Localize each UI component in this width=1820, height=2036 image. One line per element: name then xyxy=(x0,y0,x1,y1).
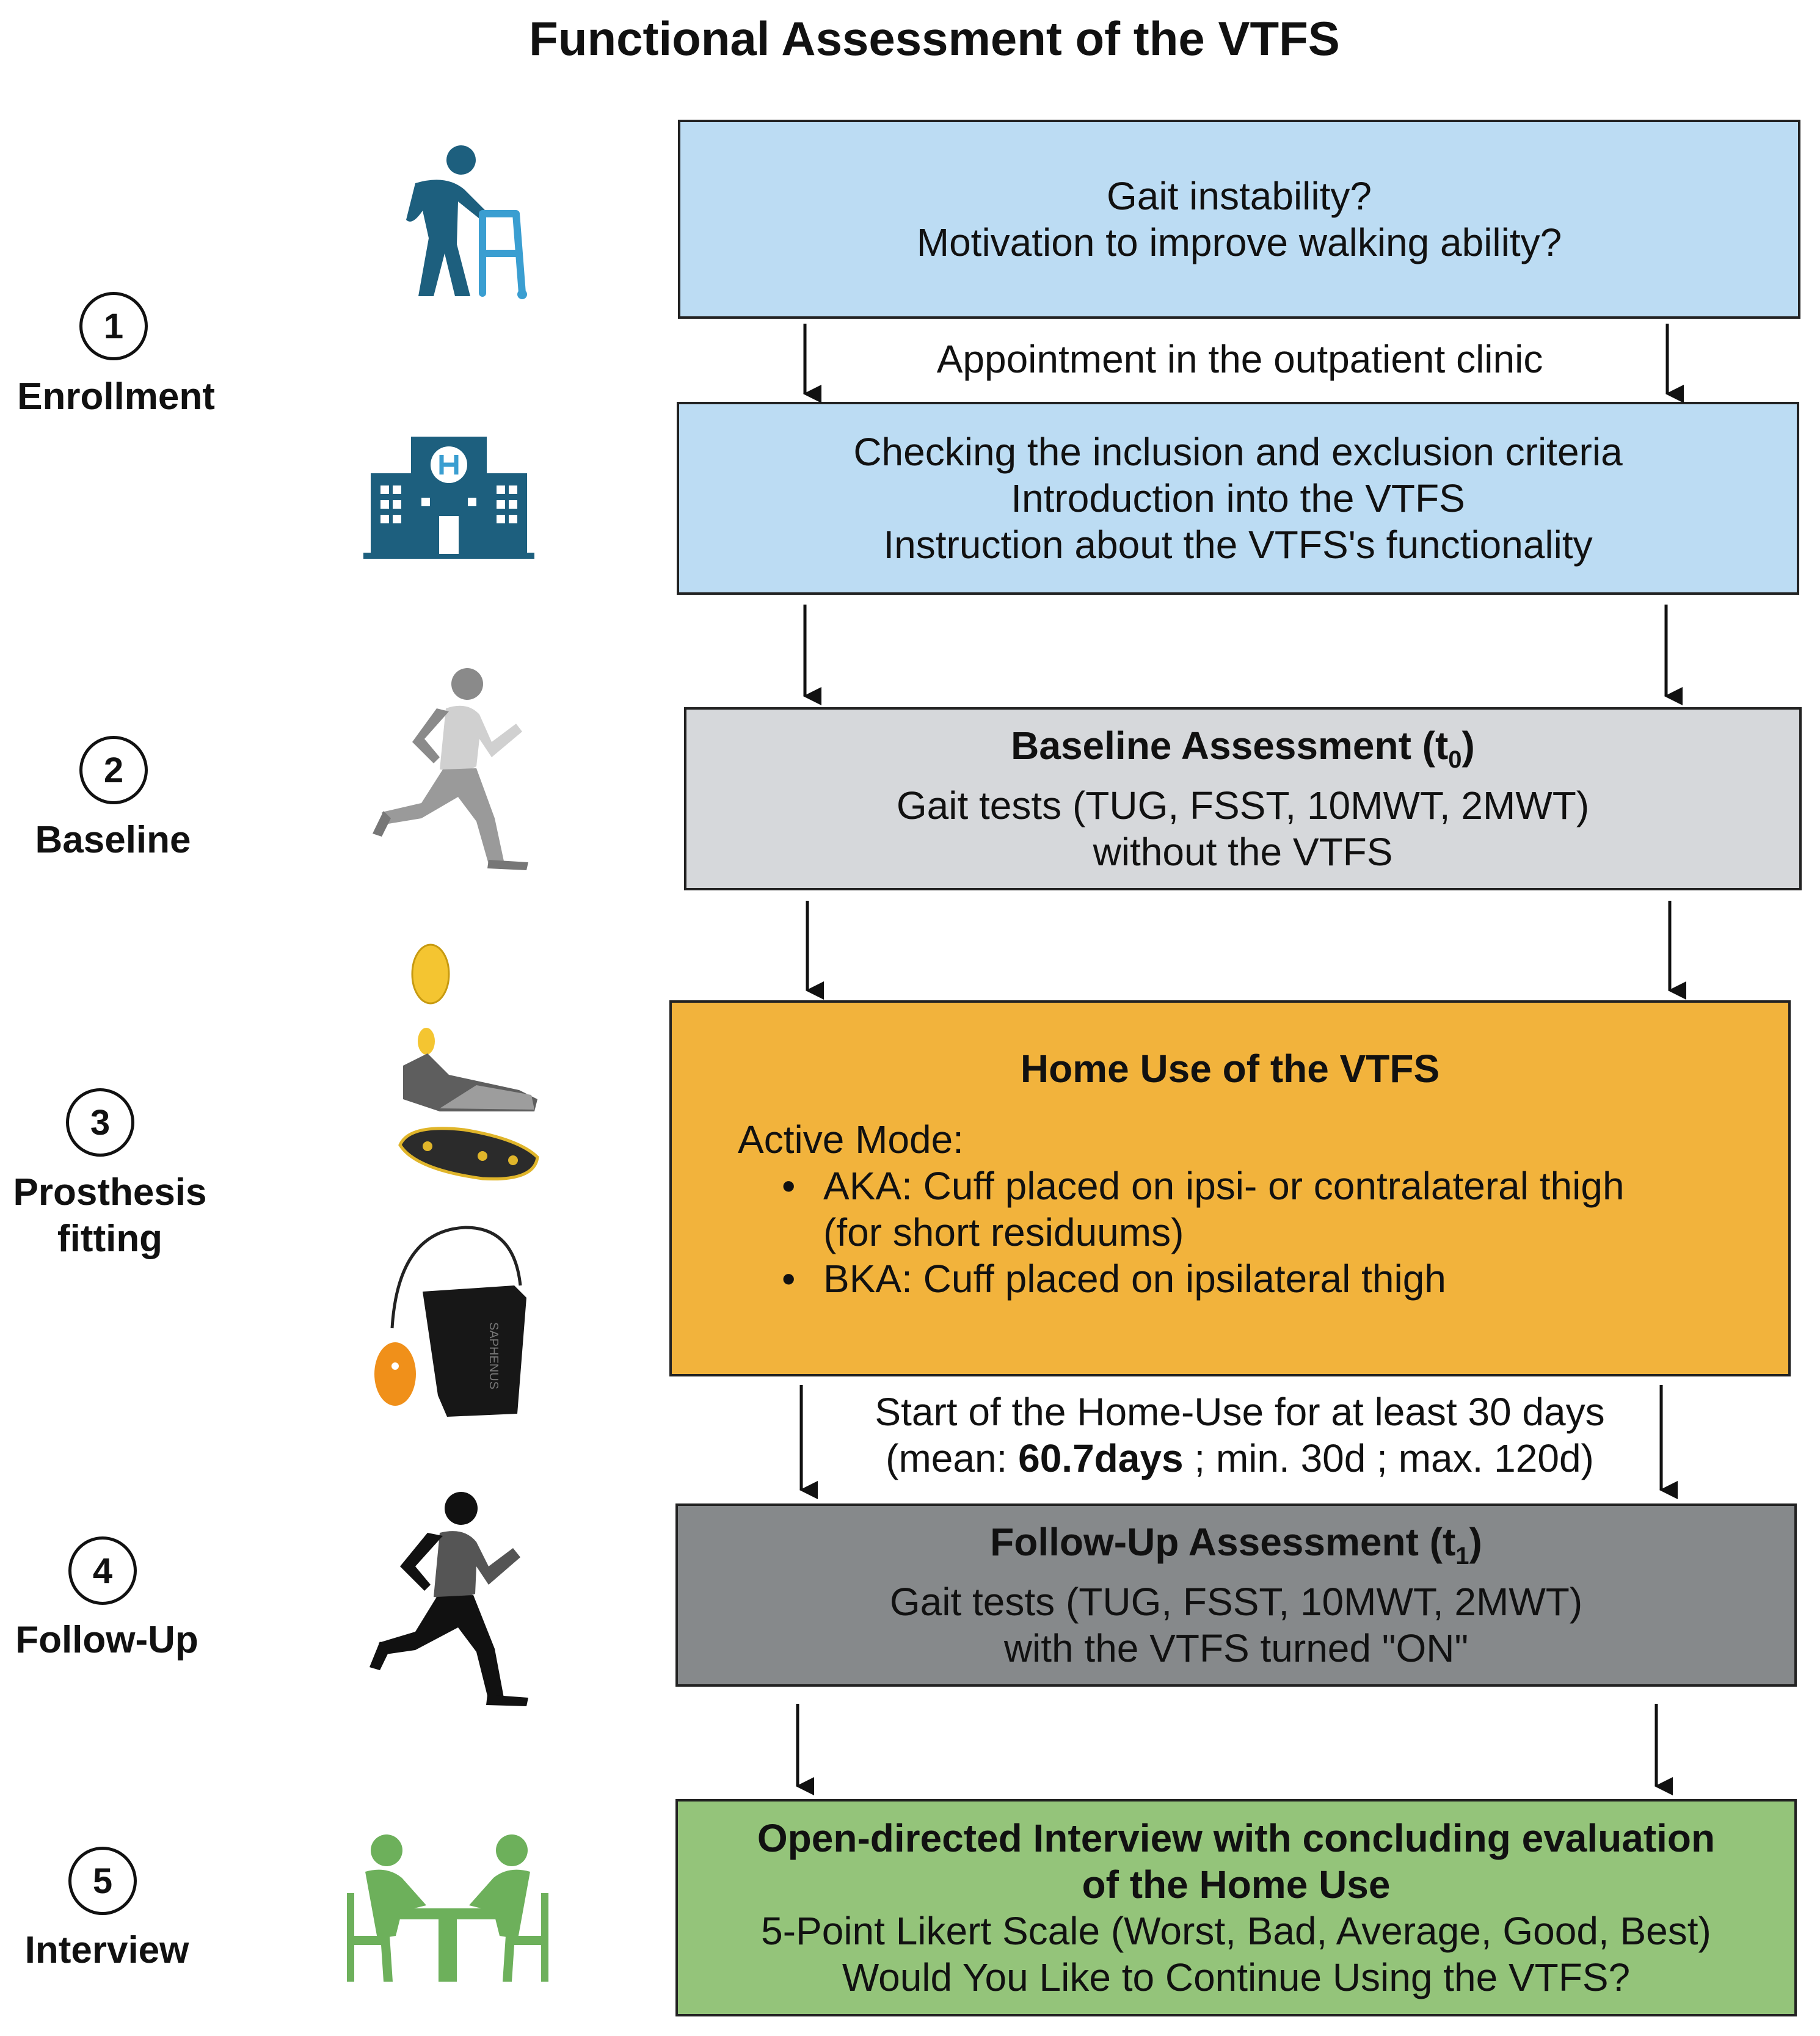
baseline-line-2: Gait tests (TUG, FSST, 10MWT, 2MWT) xyxy=(896,783,1590,828)
followup-assessment-box: Follow-Up Assessment (t1) Gait tests (TU… xyxy=(675,1503,1797,1687)
walker-person-icon xyxy=(406,145,527,299)
hospital-icon xyxy=(363,437,534,559)
followup-title: Follow-Up Assessment (t1) xyxy=(990,1519,1482,1569)
gait-question-line-1: Gait instability? xyxy=(1107,174,1372,218)
followup-line-2: Gait tests (TUG, FSST, 10MWT, 2MWT) xyxy=(889,1580,1583,1624)
interview-line-2: of the Home Use xyxy=(1082,1863,1391,1907)
step-2-label: Baseline xyxy=(35,819,191,861)
step-5-label: Interview xyxy=(24,1929,189,1971)
clinic-check-line-1: Checking the inclusion and exclusion cri… xyxy=(853,430,1623,474)
gait-question-box: Gait instability? Motivation to improve … xyxy=(678,120,1800,319)
appointment-label: Appointment in the outpatient clinic xyxy=(936,337,1543,381)
step-5-number: 5 xyxy=(68,1847,137,1915)
home-use-bullets: AKA: Cuff placed on ipsi- or contralater… xyxy=(672,1163,1625,1302)
clinic-check-box: Checking the inclusion and exclusion cri… xyxy=(677,402,1799,595)
diagram-title: Functional Assessment of the VTFS xyxy=(529,12,1340,65)
interview-icon xyxy=(347,1834,548,1982)
home-use-bullet-aka: AKA: Cuff placed on ipsi- or contralater… xyxy=(782,1163,1625,1256)
runner-baseline-icon xyxy=(373,668,528,870)
step-4-number: 4 xyxy=(68,1536,137,1605)
home-use-title: Home Use of the VTFS xyxy=(1020,1047,1440,1091)
step-1-number: 1 xyxy=(79,292,148,360)
step-3-label: Prosthesis fitting xyxy=(13,1171,207,1260)
gait-question-line-2: Motivation to improve walking ability? xyxy=(916,220,1562,264)
cuff-device-icon: SAPHENUS xyxy=(362,1212,557,1426)
interview-line-4: Would You Like to Continue Using the VTF… xyxy=(842,1955,1631,1999)
home-use-box: Home Use of the VTFS Active Mode: AKA: C… xyxy=(669,1000,1791,1376)
home-use-duration-label: Start of the Home-Use for at least 30 da… xyxy=(875,1390,1605,1480)
baseline-line-3: without the VTFS xyxy=(1093,830,1393,874)
step-4-label: Follow-Up xyxy=(15,1619,198,1661)
step-2-number: 2 xyxy=(79,736,148,804)
interview-box: Open-directed Interview with concluding … xyxy=(675,1799,1797,2016)
step-1-label: Enrollment xyxy=(17,376,215,418)
device-brand-text: SAPHENUS xyxy=(487,1322,500,1389)
sensor-insole-icon xyxy=(398,943,539,1181)
clinic-check-line-3: Instruction about the VTFS's functionali… xyxy=(883,523,1593,567)
followup-line-3: with the VTFS turned "ON" xyxy=(1003,1626,1469,1671)
home-use-mode: Active Mode: xyxy=(738,1118,964,1162)
baseline-title: Baseline Assessment (t0) xyxy=(1011,723,1475,773)
home-use-bullet-bka: BKA: Cuff placed on ipsilateral thigh xyxy=(782,1256,1625,1302)
interview-line-1: Open-directed Interview with concluding … xyxy=(757,1816,1716,1860)
interview-line-3: 5-Point Likert Scale (Worst, Bad, Averag… xyxy=(761,1909,1711,1953)
baseline-assessment-box: Baseline Assessment (t0) Gait tests (TUG… xyxy=(684,707,1802,890)
runner-followup-icon xyxy=(369,1492,528,1706)
clinic-check-line-2: Introduction into the VTFS xyxy=(1011,476,1465,520)
step-3-number: 3 xyxy=(66,1088,134,1157)
